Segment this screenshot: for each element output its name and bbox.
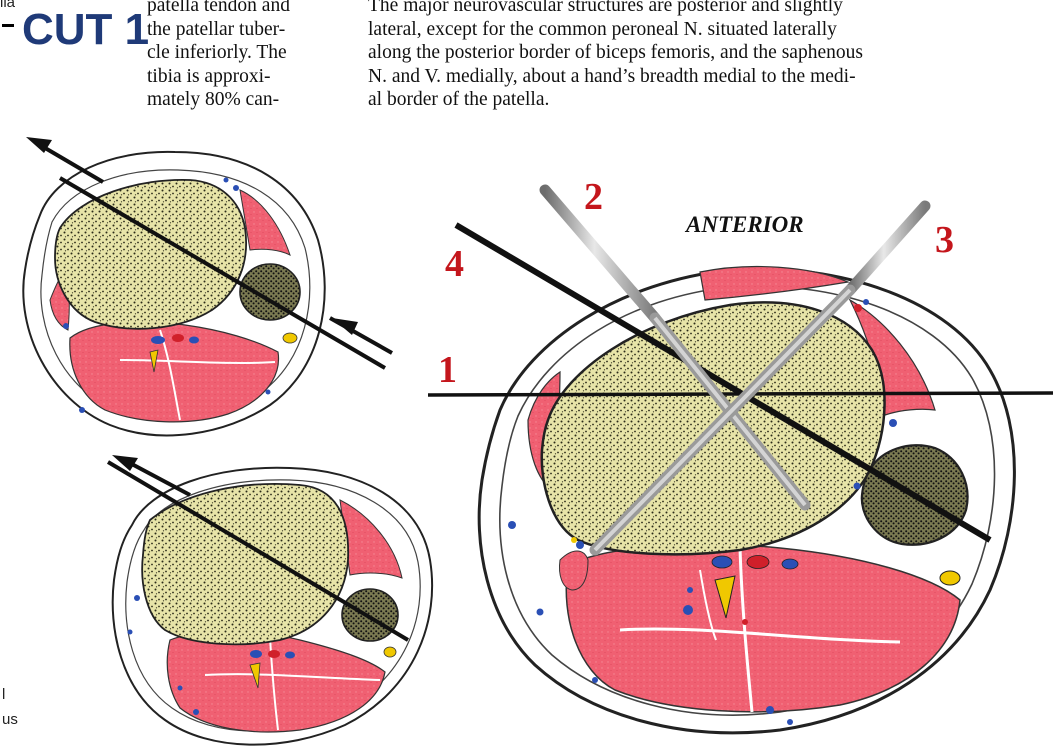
line-label-3: 3 xyxy=(935,218,954,262)
cross-section-bottom-left xyxy=(113,468,432,745)
line-label-2: 2 xyxy=(584,175,603,219)
line-label-4: 4 xyxy=(445,242,464,286)
line-label-1: 1 xyxy=(438,348,457,392)
cross-section-top-left xyxy=(23,152,324,436)
orientation-label: ANTERIOR xyxy=(686,212,804,238)
cross-section-main xyxy=(479,267,1014,733)
